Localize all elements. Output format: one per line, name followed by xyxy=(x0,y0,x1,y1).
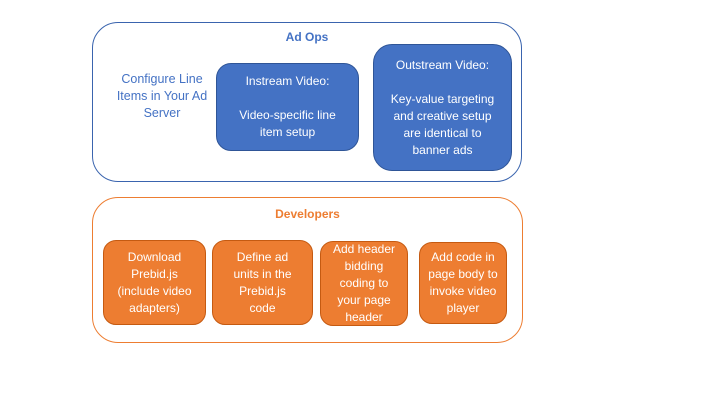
ad-ops-container: Ad Ops Configure Line Items in Your Ad S… xyxy=(92,22,522,182)
add-header-bidding-box: Add header bidding coding to your page h… xyxy=(320,241,408,326)
instream-video-box: Instream Video: Video-specific line item… xyxy=(216,63,359,151)
define-ad-units-label: Define ad units in the Prebid.js code xyxy=(233,249,292,315)
instream-video-label: Instream Video: Video-specific line item… xyxy=(239,74,336,139)
define-ad-units-box: Define ad units in the Prebid.js code xyxy=(212,240,313,325)
add-page-body-code-label: Add code in page body to invoke video pl… xyxy=(428,250,498,315)
add-header-bidding-label: Add header bidding coding to your page h… xyxy=(332,242,396,324)
add-page-body-code-box: Add code in page body to invoke video pl… xyxy=(419,242,507,324)
ad-ops-title: Ad Ops xyxy=(285,30,329,44)
ad-ops-side-note: Configure Line Items in Your Ad Server xyxy=(116,72,208,120)
outstream-video-box: Outstream Video: Key-value targeting and… xyxy=(373,44,512,171)
developers-title: Developers xyxy=(275,207,340,221)
developers-container: Developers Download Prebid.js (include v… xyxy=(92,197,523,343)
download-prebid-box: Download Prebid.js (include video adapte… xyxy=(103,240,206,325)
outstream-video-label: Outstream Video: Key-value targeting and… xyxy=(390,57,495,157)
download-prebid-label: Download Prebid.js (include video adapte… xyxy=(117,249,192,315)
